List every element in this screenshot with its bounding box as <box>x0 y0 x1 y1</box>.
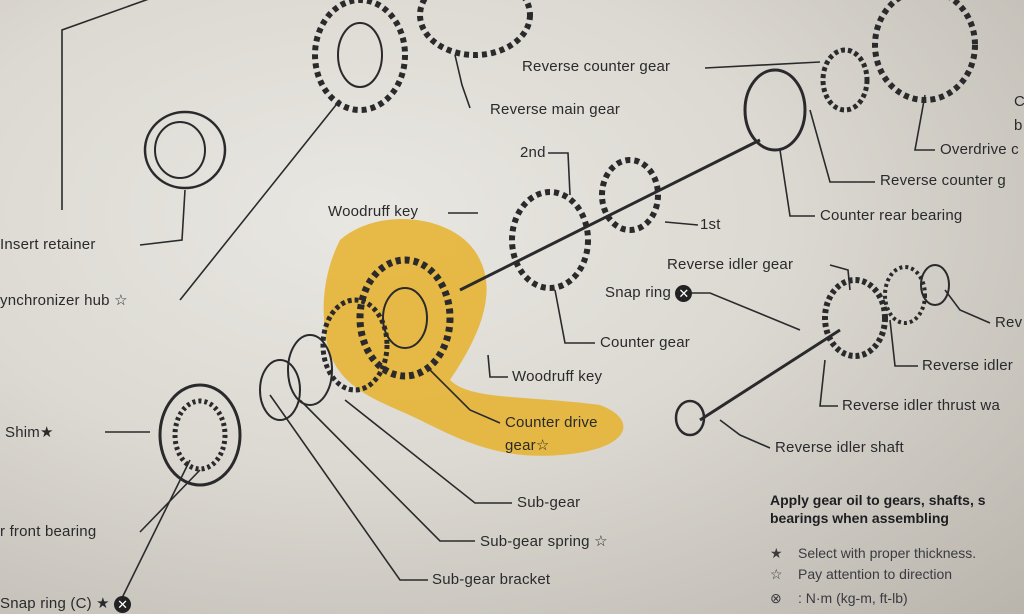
overdrive-gear <box>872 0 978 103</box>
reverse-idler-shaft-end <box>674 399 706 437</box>
no-reuse-icon: ✕ <box>114 595 132 613</box>
label-reverse-counter-g: Reverse counter g <box>880 172 1006 189</box>
snap-ring-left-text: Snap ring (C) ★ <box>0 595 110 612</box>
label-sub-gear-spring: Sub-gear spring ☆ <box>480 533 608 550</box>
label-front-bearing: r front bearing <box>0 523 97 540</box>
gear-top-synchro <box>312 0 408 113</box>
label-reverse-idler: Reverse idler <box>922 357 1013 374</box>
label-snap-ring-right: Snap ring ✕ <box>605 284 693 302</box>
legend-item-torque: ⊗ : N·m (kg-m, ft-lb) <box>770 590 908 607</box>
counter-rear-bearing <box>743 68 807 152</box>
label-counter-drive-gear-1: Counter drive <box>505 414 598 431</box>
label-1st: 1st <box>700 216 721 233</box>
label-reverse-main-gear: Reverse main gear <box>490 101 621 118</box>
label-sub-gear-bracket: Sub-gear bracket <box>432 571 551 588</box>
label-2nd: 2nd <box>520 144 546 161</box>
label-synchronizer-hub: ynchronizer hub ☆ <box>0 292 128 309</box>
label-reverse-idler-gear: Reverse idler gear <box>667 256 794 273</box>
sub-gear <box>320 297 390 393</box>
label-counter-rear-bearing: Counter rear bearing <box>820 207 963 224</box>
label-woodruff-key-2: Woodruff key <box>512 368 603 385</box>
legend-text: Pay attention to direction <box>798 566 953 582</box>
label-reverse-counter-gear: Reverse counter gear <box>522 58 671 75</box>
counter-drive-gear <box>356 256 454 380</box>
note-line-2: bearings when assembling <box>770 510 949 526</box>
label-overdrive: Overdrive c <box>940 141 1019 158</box>
torque-wrench-icon: ⊗ <box>770 590 782 606</box>
hollow-star-icon: ☆ <box>770 566 783 582</box>
note-line-1: Apply gear oil to gears, shafts, s <box>770 492 986 508</box>
label-counter-drive-gear-2: gear☆ <box>505 437 550 454</box>
counter-front-bearing <box>158 383 242 487</box>
label-reverse-idler-thrust: Reverse idler thrust wa <box>842 397 1000 414</box>
snap-ring-text: Snap ring <box>605 284 672 301</box>
counter-gear-2nd <box>509 189 591 291</box>
label-woodruff-key-1: Woodruff key <box>328 203 419 220</box>
label-right-b: b <box>1014 117 1023 134</box>
gear-reverse-main <box>417 0 533 58</box>
label-right-c: C <box>1014 93 1024 110</box>
label-snap-ring-left: Snap ring (C) ★ ✕ <box>0 594 132 613</box>
snap-ring-ring <box>287 334 333 406</box>
legend-item-direction: ☆ Pay attention to direction <box>770 566 952 583</box>
no-reuse-icon: ✕ <box>675 284 693 302</box>
legend-item-star: ★ Select with proper thickness. <box>770 545 976 562</box>
label-reverse-idler-shaft: Reverse idler shaft <box>775 439 904 456</box>
label-insert-retainer: Insert retainer <box>0 236 96 253</box>
label-shim: Shim★ <box>5 424 54 441</box>
counter-gear-1st <box>599 157 661 233</box>
reverse-idler-gear <box>822 277 888 359</box>
label-rev: Rev <box>995 314 1023 331</box>
legend-text: Select with proper thickness. <box>798 545 977 561</box>
legend-text: : N·m (kg-m, ft-lb) <box>798 590 908 606</box>
highlight-mark <box>323 218 624 456</box>
insert-retainer <box>143 110 227 190</box>
label-counter-gear: Counter gear <box>600 334 690 351</box>
star-icon: ★ <box>770 545 783 561</box>
label-sub-gear: Sub-gear <box>517 494 581 511</box>
